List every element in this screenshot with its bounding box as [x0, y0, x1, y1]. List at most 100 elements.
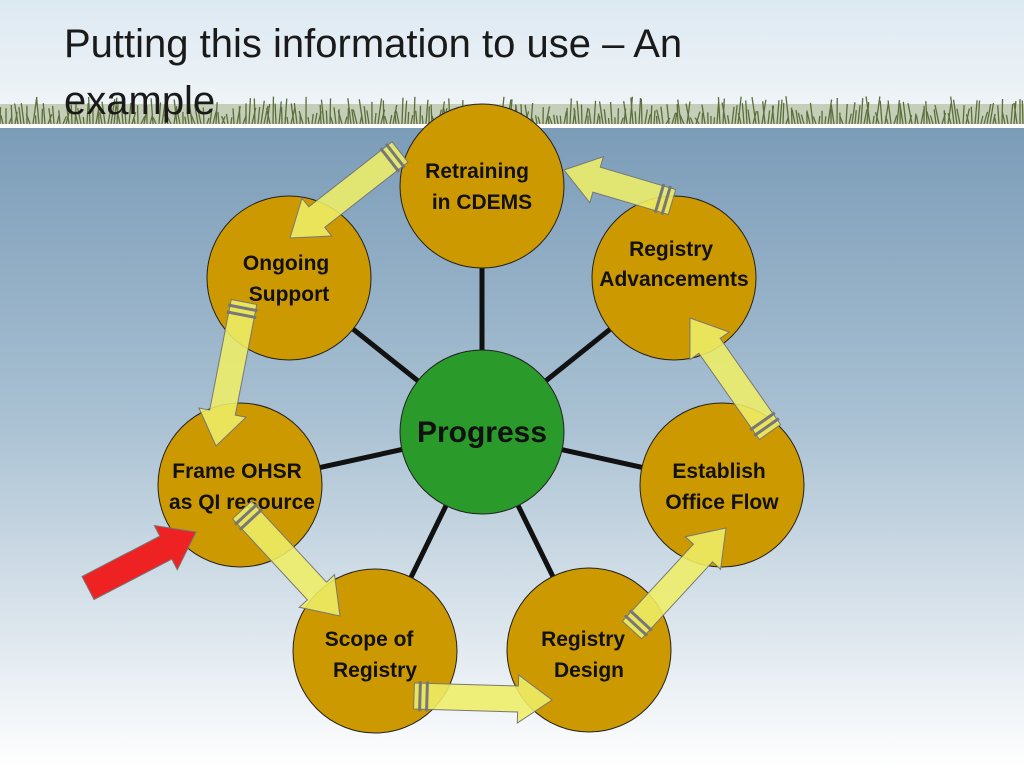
grass-blade — [163, 114, 169, 125]
grass-blade — [580, 104, 583, 125]
center-node-progress: Progress — [399, 349, 565, 515]
grass-blade — [186, 112, 190, 125]
grass-blade — [785, 96, 790, 125]
grass-blade — [66, 107, 70, 125]
grass-blade — [10, 105, 13, 125]
grass-blade — [660, 106, 664, 125]
grass-blade — [548, 115, 553, 125]
grass-blade — [197, 108, 202, 125]
grass-blade — [745, 100, 748, 125]
grass-blade — [980, 115, 984, 125]
grass-blade — [782, 102, 785, 125]
grass-blade — [695, 111, 701, 125]
grass-blade — [576, 100, 580, 125]
node-label-line1: Frame OHSR — [172, 460, 302, 483]
grass-blade — [827, 99, 833, 125]
grass-blade — [140, 115, 146, 125]
arrow-ongoing-to-frame — [198, 298, 258, 447]
grass-blade — [410, 114, 414, 125]
grass-blade — [640, 98, 643, 125]
grass-blade — [983, 111, 989, 125]
grass-blade — [1010, 103, 1014, 125]
node-label-line1: Scope of — [325, 628, 415, 651]
grass-blade — [902, 101, 907, 125]
grass-blade — [384, 115, 388, 125]
node-label-line2: Office Flow — [665, 491, 779, 514]
grass-blade — [824, 116, 827, 125]
grass-blade — [545, 106, 551, 125]
grass-blade — [209, 107, 213, 125]
grass-blade — [401, 97, 404, 125]
grass-blade — [1001, 99, 1004, 125]
grass-blade — [926, 111, 931, 125]
grass-blade — [779, 99, 783, 125]
grass-blade — [845, 103, 848, 125]
grass-blade — [751, 97, 757, 125]
arrow-tail-stripe — [653, 183, 666, 214]
svg-text:Registry Design: Registry Design — [541, 628, 631, 682]
grass-blade — [253, 98, 256, 125]
grass-blade — [598, 101, 604, 125]
svg-text:Registry Advancements: Registry Advancements — [599, 238, 748, 291]
grass-blade — [965, 114, 970, 125]
grass-blade — [382, 100, 385, 125]
grass-blade — [806, 110, 811, 125]
grass-blade — [588, 108, 592, 125]
grass-blade — [596, 113, 600, 125]
arrow-scope-to-design — [413, 674, 553, 724]
node-establish-office-flow: Establish Office Flow — [639, 402, 805, 568]
grass-blade — [537, 116, 541, 125]
grass-blade — [260, 100, 265, 125]
grass-blade — [337, 110, 343, 125]
grass-blade — [48, 108, 52, 125]
slide-title: Putting this information to use – An exa… — [64, 16, 964, 130]
grass-blade — [756, 110, 760, 125]
grass-blade — [791, 109, 796, 125]
grass-blade — [851, 102, 856, 125]
grass-blade — [854, 110, 857, 125]
grass-blade — [674, 112, 678, 125]
grass-blade — [717, 97, 721, 125]
grass-blade — [771, 105, 775, 125]
grass-blade — [721, 102, 727, 125]
grass-blade — [363, 106, 367, 125]
grass-blade — [13, 103, 19, 125]
grass-blade — [986, 103, 992, 125]
grass-blade — [925, 101, 928, 125]
grass-blade — [158, 102, 162, 125]
grass-blade — [311, 113, 314, 125]
grass-blade — [298, 110, 304, 125]
grass-blade — [762, 101, 766, 125]
grass-blade — [99, 112, 103, 125]
grass-blade — [1021, 100, 1024, 125]
grass-blade — [603, 109, 607, 125]
grass-blade — [875, 96, 881, 125]
arrow-tail-stripe — [425, 681, 429, 712]
svg-text:Scope of Registry: Scope of Registry — [325, 628, 420, 682]
grass-blade — [865, 96, 871, 125]
grass-blade — [947, 103, 952, 125]
grass-blade — [394, 111, 397, 125]
grass-blade — [274, 103, 277, 125]
grass-blade — [860, 98, 864, 125]
grass-blade — [358, 99, 364, 125]
grass-blade — [731, 106, 735, 125]
grass-blade — [238, 106, 241, 125]
grass-blade — [173, 99, 178, 125]
grass-blade — [737, 96, 742, 125]
grass-blade — [734, 105, 738, 125]
grass-blade — [115, 105, 121, 125]
grass-blade — [206, 117, 210, 125]
grass-blade — [286, 116, 289, 125]
arrow-tail-stripe — [384, 142, 406, 169]
node-label-line2: Advancements — [599, 268, 748, 291]
arrow-tail-stripe — [660, 185, 672, 216]
grass-blade — [86, 102, 89, 125]
grass-blade — [20, 103, 25, 125]
node-label-line2: Support — [249, 283, 329, 306]
grass-blade — [175, 106, 181, 125]
arrow-tail-stripe — [379, 147, 401, 173]
grass-blade — [225, 113, 229, 125]
grass-blade — [150, 98, 154, 125]
